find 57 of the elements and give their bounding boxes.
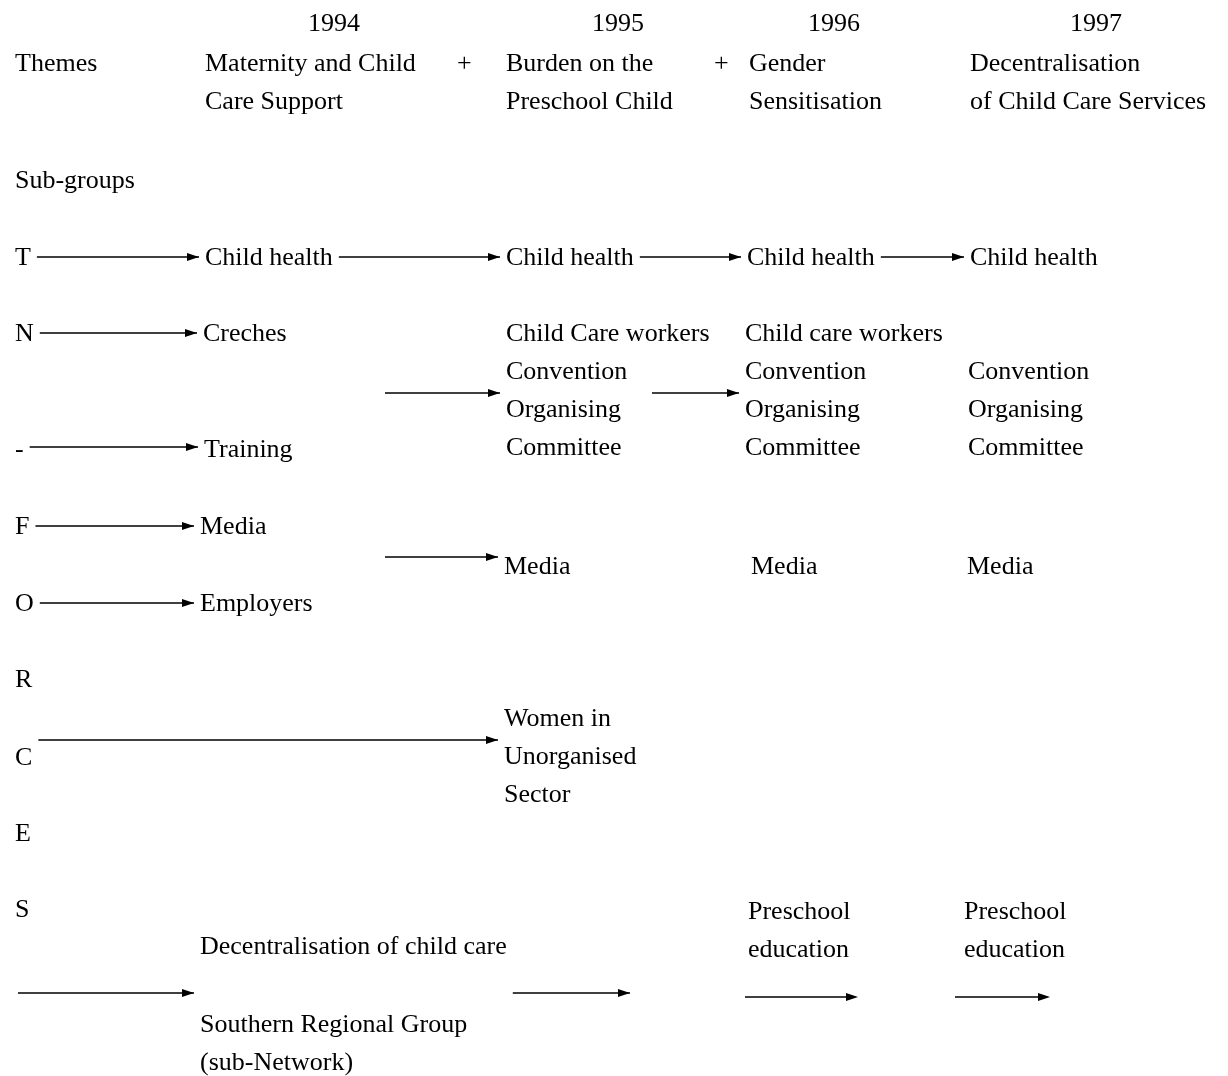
subgroup-label: Convention Organising Committee <box>745 355 868 463</box>
subgroup-label: Child health <box>506 238 634 276</box>
theme-label: of Child Care Services <box>970 85 1207 117</box>
arrow <box>17 989 195 997</box>
theme-label: Burden on the Preschool Child <box>506 47 674 117</box>
subgroup-label: Women in Unorganised Sector <box>504 699 654 813</box>
row-letter: E <box>15 817 31 849</box>
subgroup-label: Media <box>200 507 267 545</box>
arrow <box>39 329 198 337</box>
arrow <box>37 736 499 744</box>
subgroup-label: Preschool education <box>964 895 1068 965</box>
arrow <box>384 389 501 397</box>
arrow <box>36 253 200 261</box>
arrow <box>512 989 631 997</box>
subgroup-label: Media <box>967 550 1034 582</box>
row-heading: Sub-groups <box>15 164 135 196</box>
row-heading: Themes <box>15 47 98 79</box>
subgroup-label: Creches <box>203 314 287 352</box>
row-letter: C <box>15 738 33 776</box>
plus-sign: + <box>714 47 729 79</box>
subgroup-label: Child health <box>970 238 1098 276</box>
subgroup-label: Decentralisation of child care <box>200 930 507 962</box>
row-letter: F <box>15 507 30 545</box>
subgroup-label: Child Care workers <box>506 317 710 349</box>
year-label: 1996 <box>808 7 860 39</box>
subgroup-label: Training <box>204 430 293 468</box>
arrow <box>639 253 742 261</box>
row-letter: O <box>15 584 34 622</box>
subgroup-label: Employers <box>200 584 313 622</box>
row-letter: S <box>15 893 30 925</box>
subgroup-label: Child health <box>205 238 333 276</box>
row-letter: T <box>15 238 31 276</box>
arrow <box>34 522 195 530</box>
arrow <box>384 553 499 561</box>
theme-label: Decentralisation <box>970 47 1141 79</box>
subgroup-label: Southern Regional Group (sub-Network) <box>200 1008 469 1076</box>
subgroup-label: Convention Organising Committee <box>968 355 1091 463</box>
year-label: 1997 <box>1070 7 1122 39</box>
year-label: 1995 <box>592 7 644 39</box>
arrow <box>880 253 965 261</box>
subgroup-label: Child health <box>747 238 875 276</box>
subgroup-label: Child care workers <box>745 317 943 349</box>
subgroup-label: Media <box>751 550 818 582</box>
theme-label: Maternity and Child Care Support <box>205 47 417 117</box>
row-letter: N <box>15 314 34 352</box>
plus-sign: + <box>457 47 472 79</box>
year-label: 1994 <box>308 7 360 39</box>
subgroup-label: Media <box>504 547 571 585</box>
arrow <box>338 253 501 261</box>
theme-label: Gender Sensitisation <box>749 47 883 117</box>
subgroup-label: Convention Organising Committee <box>506 355 629 463</box>
row-letter: - <box>15 430 24 468</box>
arrow <box>39 599 195 607</box>
arrow <box>651 389 740 397</box>
arrow <box>28 443 199 451</box>
subgroup-label: Preschool education <box>748 895 852 965</box>
row-letter: R <box>15 663 33 695</box>
